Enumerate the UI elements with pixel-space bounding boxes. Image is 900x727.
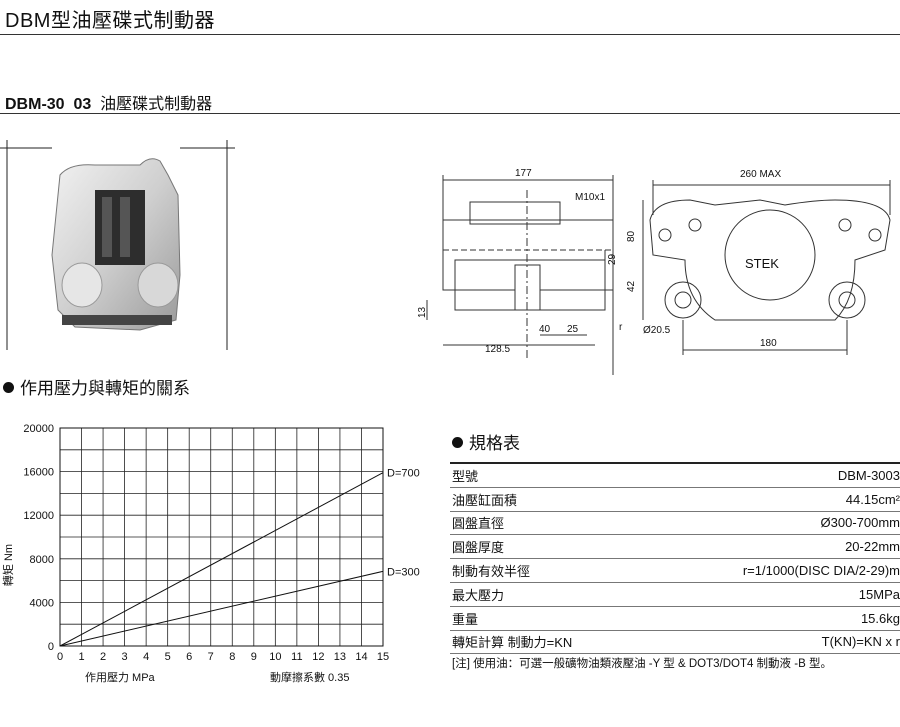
y-tick-label: 20000: [23, 423, 54, 435]
spec-note: [注] 使用油：可選一般礦物油類液壓油 -Y 型 & DOT3/DOT4 制動液…: [452, 658, 832, 670]
spec-value: 15MPa: [646, 582, 900, 607]
dim-29: 29: [607, 253, 618, 265]
dim-80: 80: [626, 230, 637, 242]
x-tick-label: 15: [377, 651, 389, 663]
spec-value: 15.6kg: [646, 606, 900, 631]
spec-section-title-text: 規格表: [469, 434, 520, 453]
spec-value: 20-22mm: [646, 534, 900, 560]
x-tick-label: 10: [269, 651, 281, 663]
spec-label: 制動有效半徑: [450, 558, 647, 583]
x-tick-label: 14: [355, 651, 367, 663]
y-tick-label: 12000: [23, 510, 54, 522]
spec-section-title: 規格表: [452, 429, 520, 454]
dim-13: 13: [417, 306, 428, 318]
stek-logo: STEK: [745, 256, 779, 271]
spec-label: 最大壓力: [450, 582, 647, 607]
model-code: DBM-30: [5, 96, 65, 113]
model-number: 03: [73, 96, 92, 113]
model-name: 油壓碟式制動器: [100, 96, 213, 113]
x-tick-label: 9: [251, 651, 257, 663]
x-tick-label: 5: [165, 651, 171, 663]
x-tick-label: 11: [291, 651, 302, 663]
x-tick-label: 6: [186, 651, 192, 663]
dim-25: 25: [567, 324, 579, 335]
side-view-dims: 177 M10x1 13 40 25 128.5 29 r: [417, 168, 623, 355]
y-tick-label: 16000: [23, 467, 54, 479]
dim-o20-5: Ø20.5: [643, 325, 671, 336]
chart-x-label: 作用壓力 MPa: [85, 671, 156, 684]
chart-section-title: 作用壓力與轉矩的關系: [3, 374, 190, 399]
photo-crosshairs: [0, 140, 235, 350]
spec-label: 重量: [450, 606, 647, 631]
spec-value: 44.15cm²: [646, 487, 900, 512]
dim-40: 40: [539, 324, 551, 335]
spec-label: 圓盤直徑: [450, 511, 647, 536]
dim-42: 42: [626, 280, 637, 292]
spec-label: 轉矩計算 制動力=KN: [450, 630, 647, 655]
dim-180: 180: [760, 338, 777, 349]
y-tick-label: 0: [48, 641, 54, 653]
dim-r: r: [619, 322, 623, 333]
spec-value: r=1/1000(DISC DIA/2-29)m: [646, 558, 900, 583]
x-tick-label: 3: [122, 651, 128, 663]
series-label: D=700: [387, 468, 420, 480]
series-label: D=300: [387, 566, 420, 578]
series-line: [59, 570, 384, 647]
x-tick-label: 2: [100, 651, 106, 663]
y-tick-label: 4000: [30, 597, 54, 609]
chart-y-label: 轉矩 Nm: [2, 544, 15, 586]
caliper-photo: [0, 140, 235, 350]
page-title: DBM型油壓碟式制動器: [5, 10, 215, 32]
spec-label: 油壓缸面積: [450, 487, 647, 512]
plot-frame: [59, 427, 384, 647]
spec-value: T(KN)=KN x r: [646, 630, 900, 655]
spec-label: 圓盤厚度: [450, 534, 647, 560]
model-rule: [0, 113, 900, 114]
chart-section-title-text: 作用壓力與轉矩的關系: [20, 379, 190, 398]
chart-friction-note: 動摩擦系數 0.35: [270, 670, 349, 684]
title-rule: [0, 34, 900, 35]
x-tick-label: 4: [143, 651, 149, 663]
bullet-icon: [3, 382, 14, 393]
x-tick-label: 8: [229, 651, 235, 663]
side-view: [426, 175, 614, 375]
x-tick-label: 13: [334, 651, 346, 663]
front-view-dims: 260 MAX 80 42 Ø20.5 180 STEK: [626, 169, 781, 349]
dim-177: 177: [515, 168, 532, 179]
dim-260max: 260 MAX: [740, 169, 781, 180]
technical-drawing: 177 M10x1 13 40 25 128.5 29 r 260 MAX 80…: [417, 168, 891, 375]
front-view: [642, 180, 891, 355]
x-tick-label: 0: [57, 651, 63, 663]
dim-128-5: 128.5: [485, 344, 510, 355]
bullet-icon: [452, 437, 463, 448]
spec-value: Ø300-700mm: [646, 511, 900, 536]
series-line: [59, 472, 384, 647]
spec-label: 型號: [450, 461, 647, 488]
x-tick-label: 12: [312, 651, 324, 663]
y-tick-label: 8000: [30, 554, 54, 566]
dim-m10: M10x1: [575, 192, 605, 203]
model-title: DBM-30 03 油壓碟式制動器: [5, 90, 212, 114]
x-tick-label: 1: [78, 651, 84, 663]
x-tick-label: 7: [208, 651, 214, 663]
spec-value: DBM-3003: [646, 461, 900, 488]
